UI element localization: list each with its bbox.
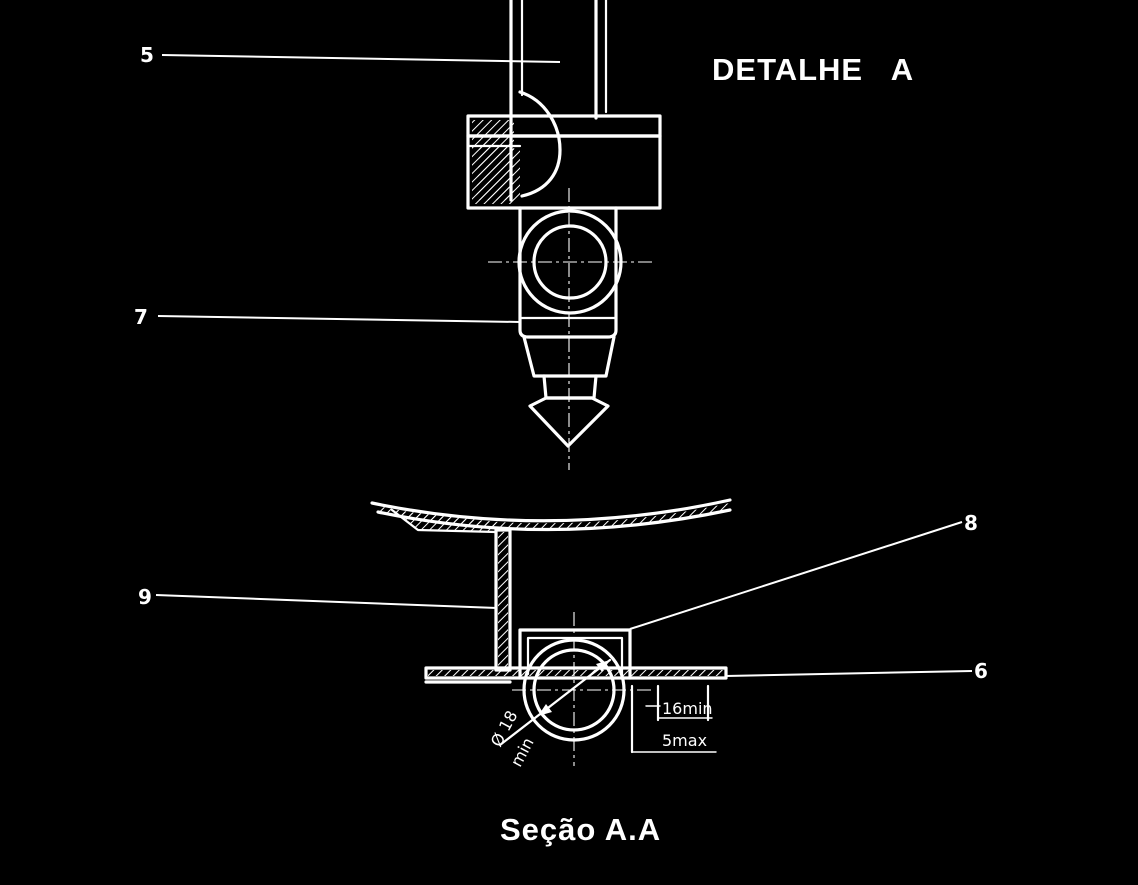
leader-7 xyxy=(157,315,521,323)
detail-a-title: DETALHE A xyxy=(712,52,914,87)
callout-5: 5 xyxy=(140,43,154,67)
leader-5 xyxy=(161,54,561,63)
channel xyxy=(518,628,632,680)
dimension-gap xyxy=(630,684,717,754)
dimension-diameter xyxy=(498,658,612,747)
vertical-web xyxy=(494,528,512,672)
section-aa-title: Seção A.A xyxy=(500,812,661,847)
callout-9: 9 xyxy=(138,585,152,609)
vertical-tube xyxy=(509,0,608,202)
detail-center-lines xyxy=(488,188,654,470)
gap-min-label: 16min xyxy=(662,699,713,718)
offset-max-label: 5max xyxy=(662,731,707,750)
section-aa-view xyxy=(155,498,973,766)
callout-8: 8 xyxy=(964,511,978,535)
curved-plate xyxy=(370,498,732,534)
clamp-block xyxy=(466,90,662,210)
detail-a-view xyxy=(157,0,662,470)
conical-tip xyxy=(522,335,616,448)
callout-7: 7 xyxy=(134,305,148,329)
callout-6: 6 xyxy=(974,659,988,683)
diameter-qualifier-label: min xyxy=(507,734,538,770)
nozzle-body xyxy=(517,206,623,339)
leader-9 xyxy=(155,594,498,609)
leader-8 xyxy=(629,521,963,630)
leader-6 xyxy=(725,670,973,677)
base-plate xyxy=(424,666,728,684)
